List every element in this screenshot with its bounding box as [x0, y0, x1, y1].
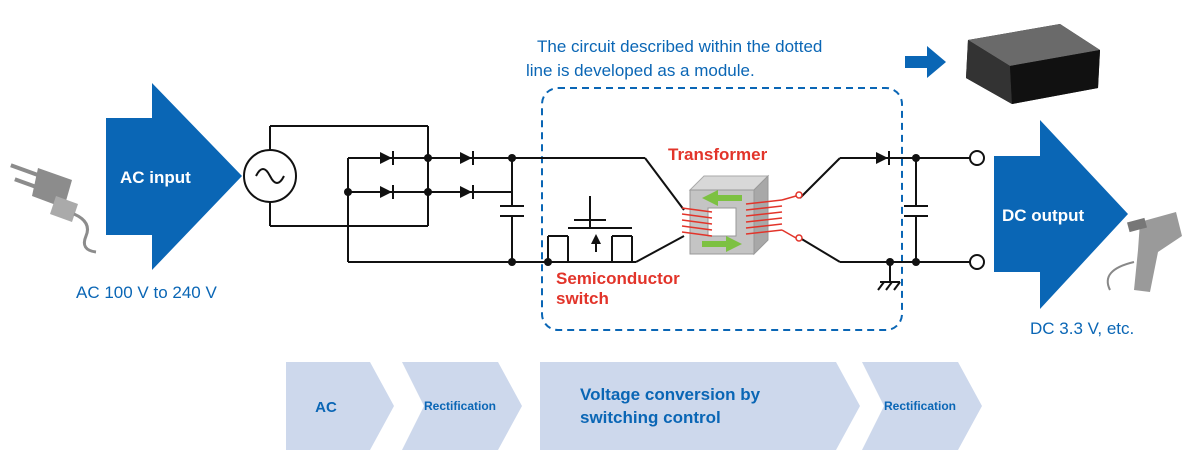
dc-output-label: DC output [1002, 206, 1084, 225]
stage-rectification-1 [402, 362, 522, 450]
output-capacitor-icon [904, 205, 928, 217]
junction-dots [344, 154, 920, 266]
switch-label-line2: switch [556, 289, 609, 308]
module-note-line2: line is developed as a module. [526, 61, 755, 80]
stage-voltage-conversion [540, 362, 860, 450]
ac-plug-icon [10, 163, 97, 254]
module-arrow-icon [905, 46, 946, 78]
output-terminal-bottom [969, 254, 985, 270]
ac-input-arrow [106, 83, 242, 270]
transformer-icon [681, 174, 803, 256]
stage-ac-label: AC [315, 399, 337, 416]
dc-output-arrow [994, 120, 1128, 309]
circuit-wiring [269, 125, 970, 291]
dc-device-icon [1106, 212, 1182, 292]
bridge-diode-icons [380, 151, 474, 199]
switch-arrow-icon [591, 234, 601, 244]
stage-voltage-conversion-line1: Voltage conversion by [580, 385, 761, 404]
ac-input-voltage: AC 100 V to 240 V [76, 283, 217, 302]
module-dotted-outline [541, 87, 903, 331]
output-diode-icon [876, 151, 890, 165]
stage-rectification-1-label: Rectification [424, 399, 496, 413]
switch-label-line1: Semiconductor [556, 269, 680, 288]
stage-ac [286, 362, 394, 450]
stage-rectification-2-label: Rectification [884, 399, 956, 413]
module-note-line1: The circuit described within the dotted [537, 37, 822, 56]
stage-rectification-2 [862, 362, 982, 450]
sine-wave-icon [255, 168, 285, 184]
dc-output-voltage: DC 3.3 V, etc. [1030, 319, 1134, 338]
module-photo-icon [966, 24, 1100, 104]
stage-voltage-conversion-line2: switching control [580, 408, 721, 427]
input-capacitor-icon [500, 192, 524, 217]
transformer-label: Transformer [668, 145, 768, 164]
ac-input-label: AC input [120, 168, 191, 187]
output-terminal-top [969, 150, 985, 166]
